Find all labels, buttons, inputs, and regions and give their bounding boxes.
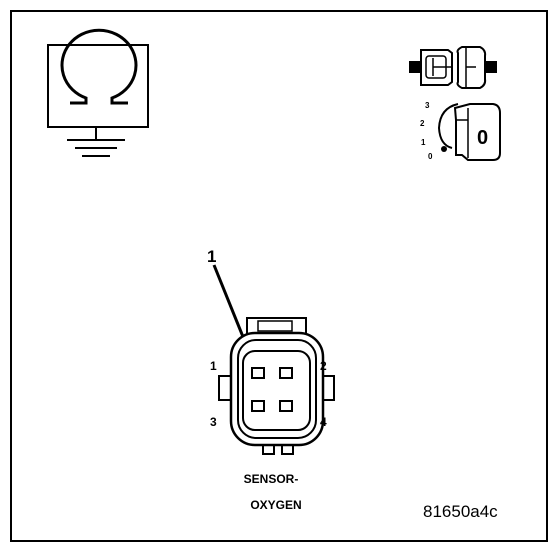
connector-cavity-3 (251, 400, 265, 412)
connector-name-line2: OXYGEN (250, 498, 301, 512)
pin-label-4: 4 (320, 415, 327, 429)
ignition-position-0: 0 (428, 152, 433, 161)
ohm-ground-symbol-icon (47, 28, 149, 157)
connector-cavity-1 (251, 367, 265, 379)
ignition-position-1: 1 (421, 138, 426, 147)
pin-label-3: 3 (210, 415, 217, 429)
ignition-key-off-icon: 3 2 1 0 0 (420, 101, 501, 161)
connector-cavity-4 (279, 400, 293, 412)
ignition-position-3: 3 (425, 101, 430, 110)
callout-number: 1 (207, 247, 216, 266)
pin-label-1: 1 (210, 359, 217, 373)
ignition-position-2: 2 (420, 119, 425, 128)
connector-disconnected-icon (409, 46, 497, 89)
connector-cavity-2 (279, 367, 293, 379)
connector-name-line1: SENSOR- (244, 472, 299, 486)
oxygen-sensor-connector (218, 317, 335, 455)
pin-label-2: 2 (320, 359, 327, 373)
diagram-border (10, 10, 548, 542)
ignition-key-label: 0 (477, 127, 488, 149)
figure-id: 81650a4c (423, 502, 498, 521)
